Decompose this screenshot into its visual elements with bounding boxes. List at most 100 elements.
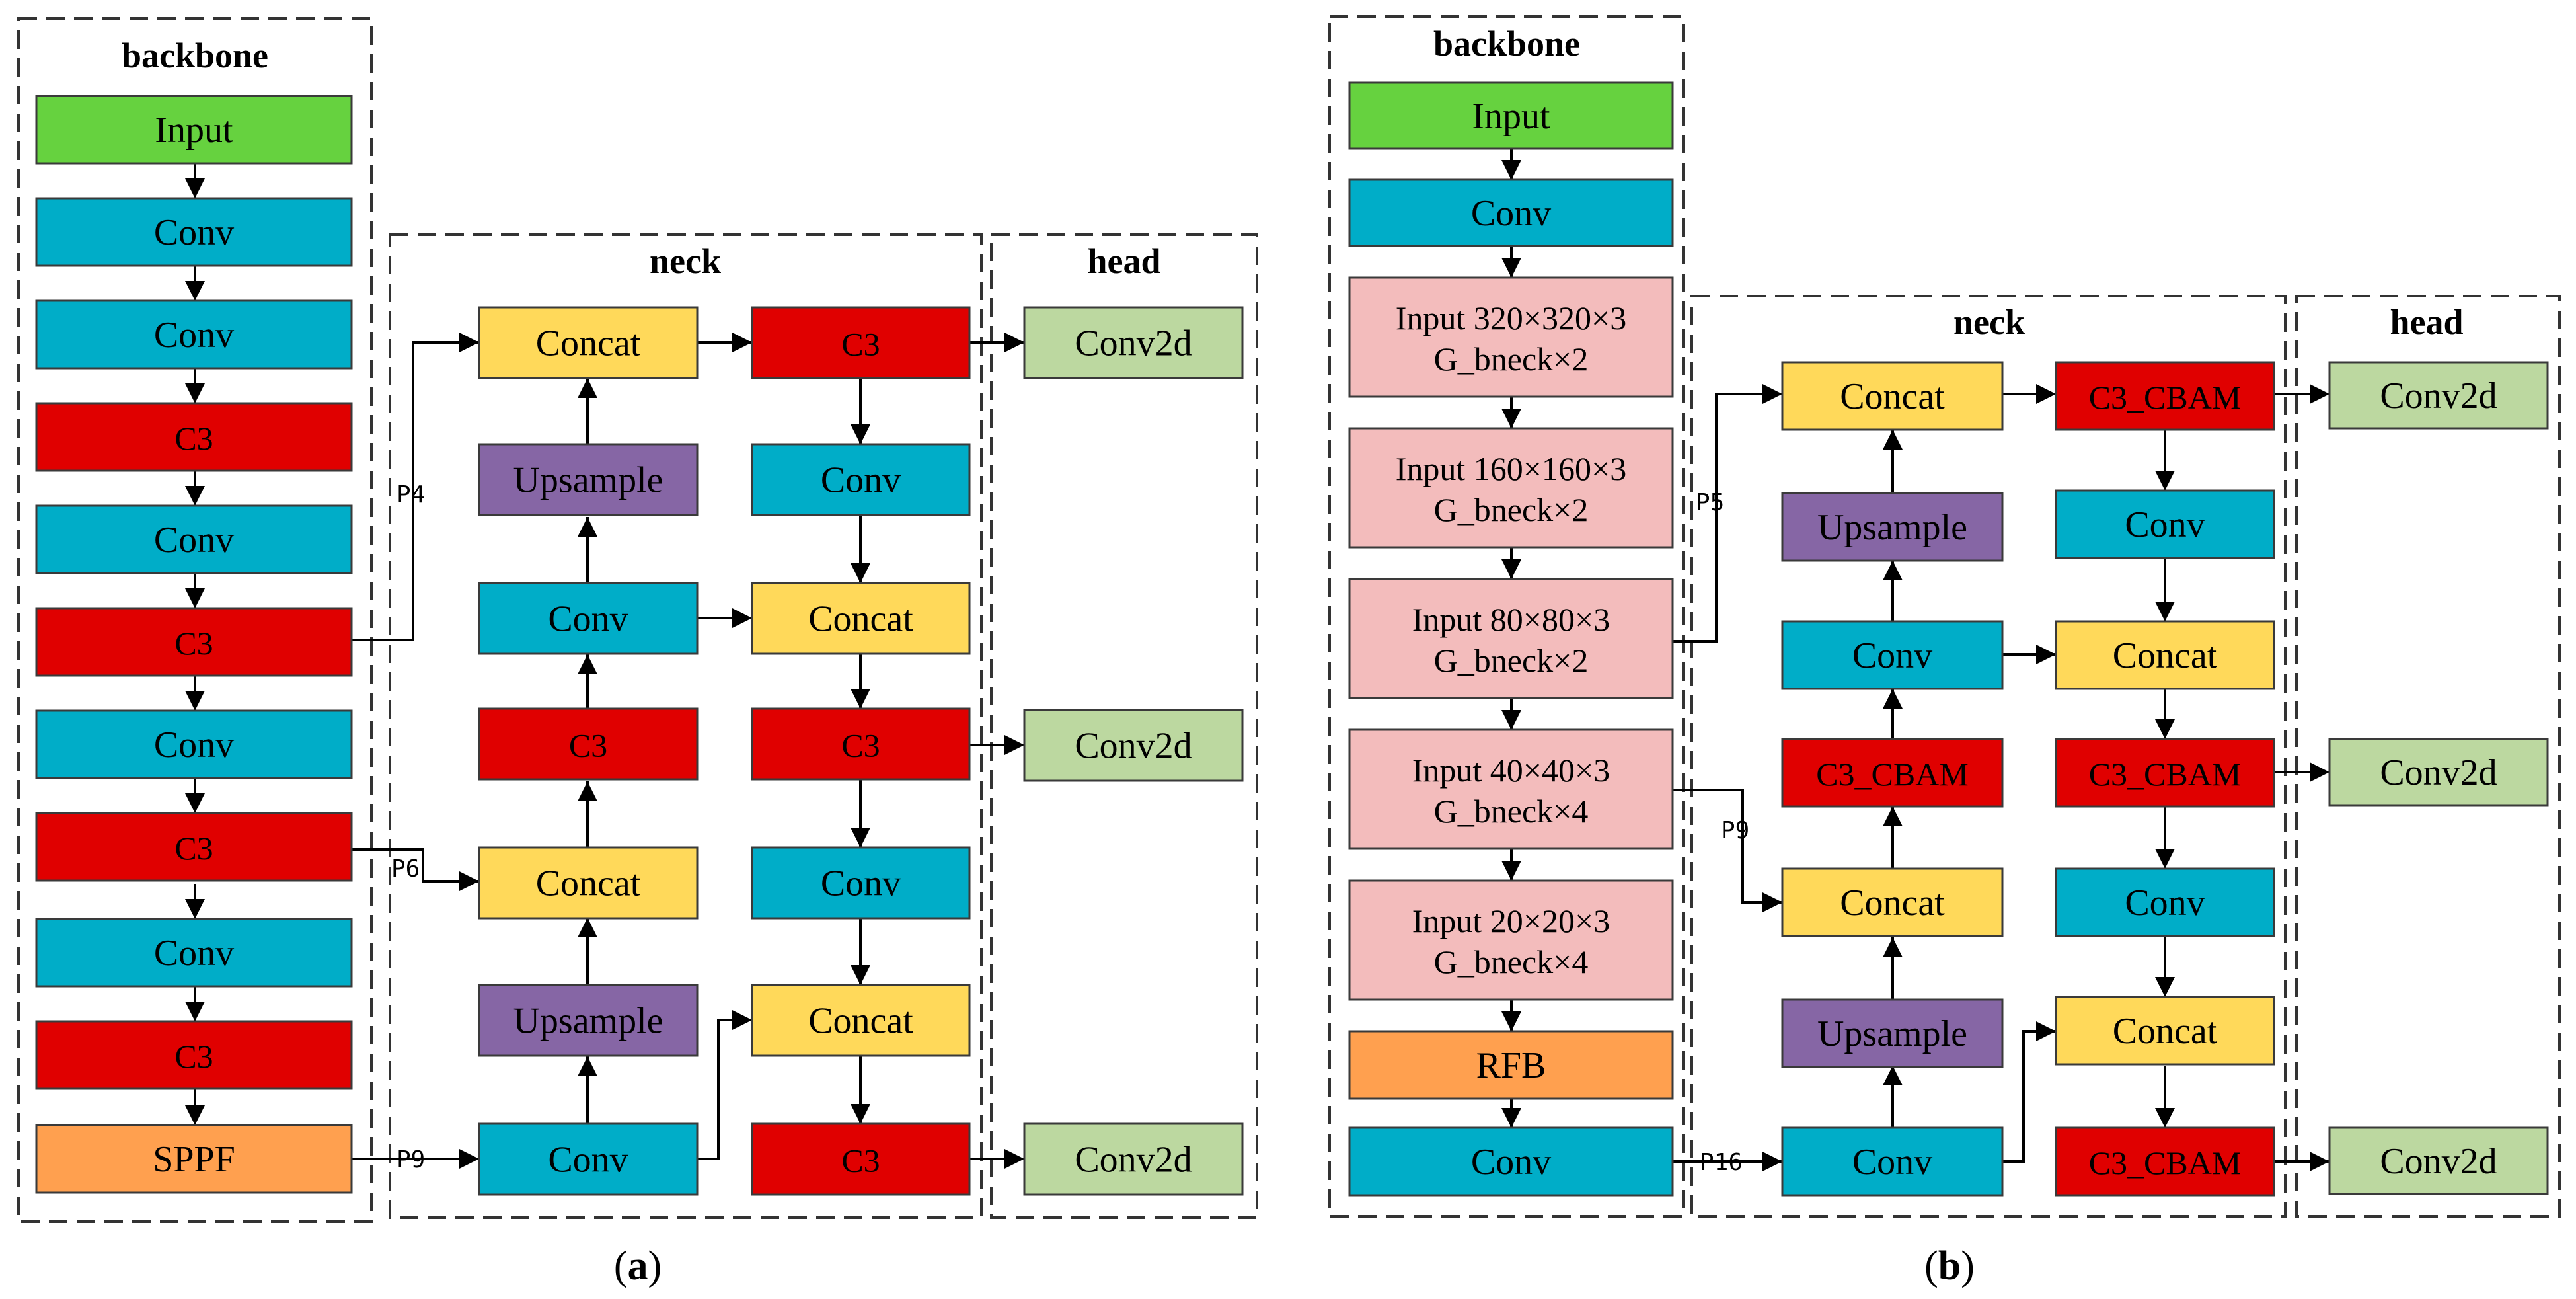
neck-b-up-conv-2: Conv [1781, 620, 2004, 690]
neck-b-up-upsample-5-label: Upsample [1817, 1013, 1967, 1054]
neck-b-up-concat-4-box [1781, 867, 2004, 937]
neck-a-up-concat-4-label: Concat [536, 863, 641, 904]
neck-b-down-c3-cbam-3: C3_CBAM [2055, 738, 2275, 808]
head-b-conv2d-0: Conv2d [2328, 361, 2549, 430]
neck-b-down-c3-cbam-6: C3_CBAM [2055, 1126, 2275, 1197]
neck-b-down-c3-cbam-0-label: C3_CBAM [2089, 379, 2242, 416]
head-b-conv2d-1: Conv2d [2328, 738, 2549, 807]
neck-a-up-concat-4: Concat [478, 846, 699, 920]
neck-a-down-c3-3: C3 [751, 707, 971, 781]
neck-a-down-conv-4: Conv [751, 846, 971, 920]
neck-b-down-conv-4-label: Conv [2125, 883, 2205, 924]
neck-b-down-conv-1-box [2055, 489, 2275, 559]
neck-a-down-c3-0-label: C3 [841, 326, 880, 363]
neck-a-up-upsample-1: Upsample [478, 443, 699, 516]
neck-a-down-concat-5-label: Concat [808, 1001, 913, 1042]
backbone-a-conv-2: Conv [35, 299, 353, 370]
backbone-a-input-0-label: Input [155, 110, 233, 151]
backbone-b-gbneck-2: Input 80×80×3G_bneck×2 [1348, 578, 1674, 699]
neck-a-down-c3-3-box [751, 707, 971, 781]
neck-b-down-concat-2-box [2055, 620, 2275, 690]
backbone-a-c3-5-box [35, 607, 353, 677]
backbone-b-gbneck-2-box [1348, 578, 1674, 699]
head-a-conv2d-2-box [1023, 1122, 1244, 1196]
neck-a-down-concat-2: Concat [751, 582, 971, 655]
backbone-b-gbneck-0-box [1348, 276, 1674, 398]
backbone-b-conv-1: Conv [1348, 178, 1674, 247]
backbone-a-conv-1-label: Conv [154, 212, 234, 253]
port-p9-b: P9 [1721, 817, 1749, 844]
neck-a-up-conv-6: Conv [478, 1122, 699, 1196]
neck-a-up-upsample-5-label: Upsample [513, 1001, 663, 1042]
backbone-a-c3-9-label: C3 [174, 1038, 213, 1075]
neck-title-b: neck [1953, 302, 2025, 342]
neck-b-up-upsample-5: Upsample [1781, 998, 2004, 1068]
port-p4-a: P4 [397, 481, 425, 508]
backbone-a-conv-6-box [35, 709, 353, 779]
backbone-b-rfb-0-label: RFB [1476, 1045, 1546, 1086]
backbone-b-input-0-label: Input [1472, 96, 1550, 137]
neck-b-up-conv-2-box [1781, 620, 2004, 690]
head-a-conv2d-2: Conv2d [1023, 1122, 1244, 1196]
backbone-a-conv-1-box [35, 197, 353, 267]
neck-b-up-concat-0-label: Concat [1840, 376, 1945, 417]
backbone-a-sppf-10-box [35, 1124, 353, 1194]
backbone-a-conv-8-label: Conv [154, 933, 234, 974]
neck-title-a: neck [650, 241, 721, 281]
backbone-b-gbneck-0-label: G_bneck×2 [1434, 340, 1589, 377]
backbone-a-c3-5: C3 [35, 607, 353, 677]
neck-a-down-c3-6-label: C3 [841, 1142, 880, 1179]
backbone-b-gbneck-0-label: Input 320×320×3 [1396, 299, 1626, 336]
neck-region-b [1690, 295, 2287, 1218]
head-region-b [2295, 295, 2561, 1218]
neck-a-up-conv-2-label: Conv [548, 599, 628, 640]
neck-b-down-conv-4-box [2055, 867, 2275, 937]
head-b-conv2d-2: Conv2d [2328, 1126, 2549, 1195]
neck-a-down-c3-6: C3 [751, 1122, 971, 1196]
neck-a-down-conv-1: Conv [751, 443, 971, 516]
head-region-a [990, 233, 1258, 1219]
port-p6-a: P6 [391, 855, 420, 883]
backbone-a-conv-4: Conv [35, 504, 353, 574]
neck-a-down-concat-5-box [751, 984, 971, 1057]
backbone-a-c3-5-label: C3 [174, 625, 213, 662]
backbone-b-gbneck-4: Input 20×20×3G_bneck×4 [1348, 879, 1674, 1001]
backbone-a-c3-9-box [35, 1020, 353, 1090]
neck-down-blocks-b: C3_CBAMConvConcatC3_CBAMConvConcatC3_CBA… [2055, 361, 2275, 1197]
head-title-a: head [1087, 241, 1160, 281]
connections-a [185, 163, 1024, 1169]
neck-a-down-conv-4-box [751, 846, 971, 920]
neck-a-up-upsample-5-box [478, 984, 699, 1057]
neck-b-up-concat-0-box [1781, 361, 2004, 431]
port-p16-b: P16 [1700, 1149, 1743, 1176]
backbone-a-c3-7-box [35, 812, 353, 882]
head-a-conv2d-1-label: Conv2d [1075, 726, 1192, 767]
backbone-b-rfb-0-box [1348, 1030, 1674, 1100]
neck-a-down-c3-0-box [751, 306, 971, 379]
connections-b [1501, 149, 2330, 1171]
neck-b-down-concat-2-label: Concat [2113, 635, 2218, 676]
neck-b-down-concat-5-box [2055, 996, 2275, 1066]
backbone-b-gbneck-1-label: G_bneck×2 [1434, 491, 1589, 528]
neck-b-up-upsample-1-box [1781, 492, 2004, 562]
head-a-conv2d-0-box [1023, 306, 1244, 379]
port-p9-a: P9 [397, 1146, 425, 1173]
backbone-a-conv-4-box [35, 504, 353, 574]
backbone-a-conv-4-label: Conv [154, 520, 234, 561]
neck-a-up-concat-0: Concat [478, 306, 699, 379]
backbone-a-input-0-box [35, 95, 353, 165]
backbone-a-conv-8: Conv [35, 918, 353, 988]
neck-b-up-upsample-1: Upsample [1781, 492, 2004, 562]
neck-a-up-c3-3-box [478, 707, 699, 781]
backbone-region-b [1328, 15, 1685, 1218]
backbone-b-conv-1-label: Conv [1471, 1142, 1551, 1183]
backbone-a-conv-8-box [35, 918, 353, 988]
backbone-b-input-0-box [1348, 81, 1674, 150]
backbone-b-gbneck-3-box [1348, 728, 1674, 850]
neck-a-up-conv-2: Conv [478, 582, 699, 655]
neck-b-down-concat-5-label: Concat [2113, 1011, 2218, 1052]
